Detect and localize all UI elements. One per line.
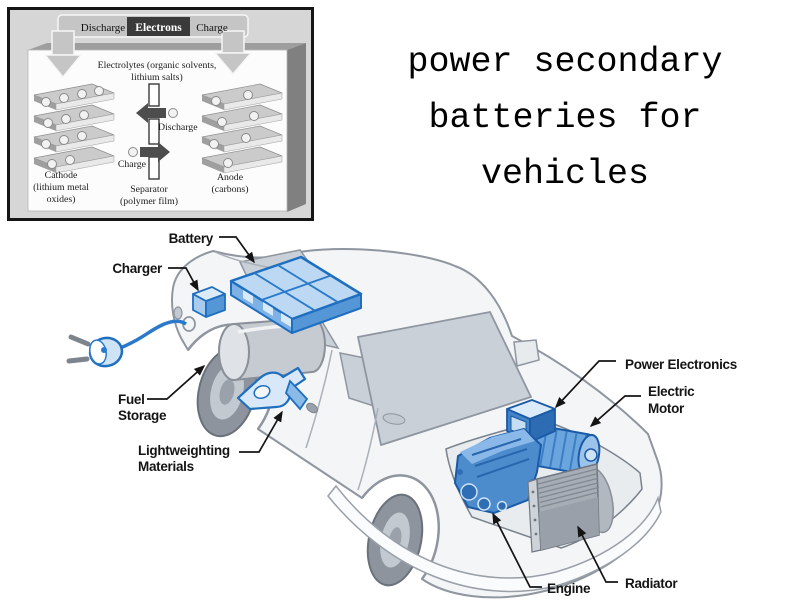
door-handle	[382, 413, 406, 425]
fuel-storage-label-line2: Storage	[118, 408, 167, 423]
discharge-ion-label: Discharge	[158, 122, 198, 133]
charge-flow-label: Charge	[196, 22, 228, 34]
windshield	[356, 310, 533, 447]
electron-arrow-left-icon	[43, 54, 83, 79]
engine	[454, 428, 542, 514]
lightweighting-materials	[236, 366, 318, 414]
discharge-flow-label: Discharge	[81, 22, 126, 34]
anode-label-line2: (carbons)	[212, 184, 249, 195]
charger-unit	[192, 286, 226, 318]
lightweighting-label-line1: Lightweighting	[138, 443, 230, 458]
battery-cell-inset: Discharge Electrons Charge Electrolytes …	[7, 7, 314, 221]
page-title: power secondary batteries for vehicles	[390, 34, 740, 202]
charger-label: Charger	[112, 261, 163, 276]
anode-lithium-ions	[209, 90, 259, 168]
fuel-storage-tank	[218, 316, 326, 382]
radiator-leader	[577, 525, 618, 583]
charger-leader	[168, 267, 199, 292]
front-wheel	[366, 493, 424, 587]
title-line-3: vehicles	[480, 154, 650, 194]
side-mirror	[513, 339, 540, 367]
fuel-storage-label-line1: Fuel	[118, 392, 145, 407]
radiator-label: Radiator	[625, 576, 678, 591]
lithium-ion	[168, 108, 178, 118]
charging-cable	[119, 319, 187, 350]
electric-motor-label-line1: Electric	[648, 384, 695, 399]
electron-arrow-right-icon	[213, 52, 253, 76]
front-wheel-arch	[360, 474, 440, 580]
cathode-label-line1: Cathode	[45, 170, 78, 181]
separator-label-line1: Separator	[130, 184, 168, 195]
cathode-label-line3: oxides)	[47, 194, 76, 205]
power-electronics-label: Power Electronics	[625, 357, 737, 372]
fuel-door	[173, 306, 183, 320]
electric-motor-leader	[589, 395, 641, 427]
engine-leader	[492, 512, 542, 588]
electric-motor-label-line2: Motor	[648, 401, 685, 416]
separator-film	[148, 83, 160, 180]
title-line-2: batteries for	[428, 98, 702, 138]
cathode-label-line2: (lithium metal	[33, 182, 89, 193]
battery-leader	[219, 236, 255, 264]
electrons-label: Electrons	[135, 22, 182, 34]
engine-label: Engine	[547, 581, 591, 596]
lithium-ion	[128, 147, 138, 157]
fuel-storage-leader	[147, 365, 206, 400]
charge-ion-arrow-icon	[140, 142, 170, 162]
anode-label-line1: Anode	[217, 172, 244, 183]
battery-pack	[229, 255, 363, 334]
lightweighting-label-line2: Materials	[138, 459, 194, 474]
battery-label: Battery	[169, 231, 214, 246]
charge-ion-label: Charge	[118, 159, 147, 170]
cathode-lithium-ions	[41, 86, 104, 169]
electrolytes-label-line1: Electrolytes (organic solvents,	[98, 60, 217, 71]
lightweighting-leader	[239, 410, 283, 453]
electrolytes-label-line2: lithium salts)	[131, 72, 182, 83]
electrons-box	[127, 17, 190, 36]
electron-flow-band: Discharge Electrons Charge	[43, 14, 253, 79]
separator-label-line2: (polymer film)	[120, 196, 178, 207]
discharge-ion-arrow-icon	[136, 103, 166, 123]
front-bumper	[327, 484, 662, 593]
title-line-1: power secondary	[407, 42, 723, 82]
charging-plug	[66, 334, 124, 368]
car-cutaway: Battery Charger Fuel Storage Lightweight…	[66, 231, 737, 599]
leader-lines	[147, 236, 641, 588]
power-electronics-leader	[554, 360, 616, 409]
